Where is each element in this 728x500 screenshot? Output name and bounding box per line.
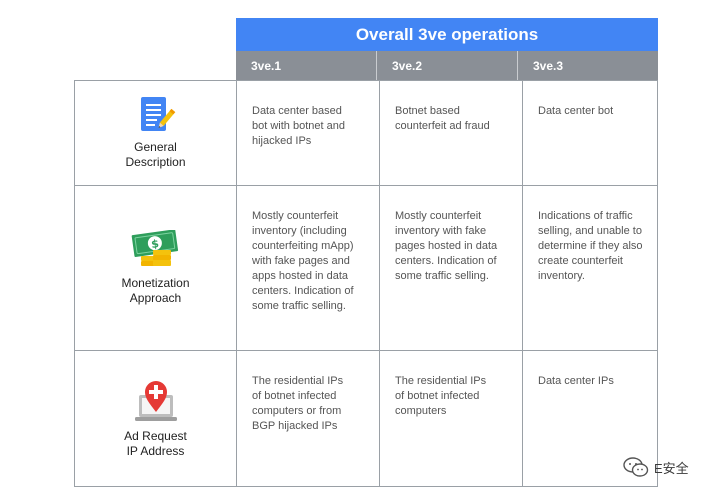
cell-general-3ve1: Data center based bot with botnet and hi… bbox=[237, 81, 380, 185]
cell-monetization-3ve3: Indications of traffic selling, and unab… bbox=[538, 210, 643, 282]
column-header-3ve3: 3ve.3 bbox=[533, 58, 564, 73]
row-label-cell: General Description bbox=[75, 81, 237, 185]
table-row-general-description: General Description Data center based bo… bbox=[74, 80, 658, 186]
column-header-3ve2: 3ve.2 bbox=[377, 51, 518, 80]
row-label-cell: Ad Request IP Address bbox=[75, 351, 237, 486]
row-label-cell: $ Monetization Approach bbox=[75, 186, 237, 350]
laptop-location-pin-icon bbox=[134, 380, 177, 421]
document-pencil-icon bbox=[140, 97, 175, 131]
wechat-icon bbox=[623, 457, 649, 477]
column-header-3ve1: 3ve.1 bbox=[236, 51, 377, 80]
column-header-row: 3ve.1 3ve.2 3ve.3 bbox=[236, 51, 658, 80]
table-row-ad-request-ip: Ad Request IP Address The residential IP… bbox=[74, 351, 658, 487]
watermark: E安全 bbox=[622, 456, 689, 478]
cell-general-3ve2: Botnet based counterfeit ad fraud bbox=[380, 81, 523, 185]
row-label-monetization-approach: Monetization Approach bbox=[121, 276, 190, 305]
table-title: Overall 3ve operations bbox=[236, 18, 658, 51]
svg-text:$: $ bbox=[150, 237, 159, 251]
row-label-general-description: General Description bbox=[125, 140, 186, 169]
table-row-monetization-approach: $ Monetization Approach Mostly counterfe… bbox=[74, 186, 658, 351]
cell-ip-3ve1: The residential IPs of botnet infected c… bbox=[237, 351, 380, 486]
watermark-text: E安全 bbox=[654, 460, 689, 476]
row-label-ad-request-ip: Ad Request IP Address bbox=[124, 428, 187, 458]
cell-monetization-3ve2: Mostly counterfeit inventory with fake p… bbox=[380, 186, 523, 350]
cell-monetization-3ve1: Mostly counterfeit inventory (including … bbox=[237, 186, 380, 350]
money-coins-icon: $ bbox=[131, 230, 178, 266]
cell-ip-3ve2: The residential IPs of botnet infected c… bbox=[380, 351, 523, 486]
cell-ip-3ve3: Data center IPs bbox=[538, 375, 614, 387]
cell-general-3ve3: Data center bot bbox=[538, 105, 614, 117]
